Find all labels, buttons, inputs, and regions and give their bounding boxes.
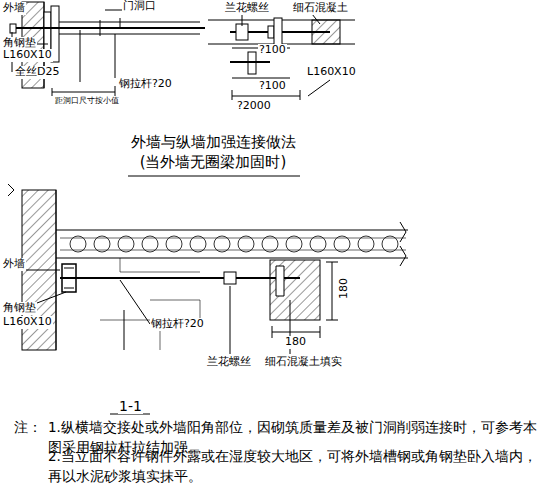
hollow-core bbox=[310, 236, 326, 252]
hollow-core bbox=[214, 236, 230, 252]
hollow-core bbox=[358, 236, 374, 252]
size-label: L160X10 bbox=[306, 66, 357, 79]
dimension: 180 bbox=[338, 277, 351, 300]
bolt-label: 全丝D25 bbox=[14, 66, 60, 79]
hollow-core bbox=[166, 236, 182, 252]
section-mark: 1-1 bbox=[118, 398, 143, 414]
hollow-core bbox=[382, 236, 398, 252]
hollow-core bbox=[70, 236, 86, 252]
wall-label: 外墙 bbox=[2, 258, 26, 271]
part-label: 角钢垫 bbox=[2, 37, 37, 50]
hollow-core bbox=[118, 236, 134, 252]
dimension: ?2000 bbox=[236, 100, 272, 113]
part-label: 兰花螺丝 bbox=[224, 2, 270, 15]
rod-label: 钢拉杆?20 bbox=[118, 78, 173, 91]
hollow-core bbox=[94, 236, 110, 252]
size-label: L160X10 bbox=[2, 49, 53, 62]
rod-label: 钢拉杆?20 bbox=[150, 318, 205, 331]
part-label: 角钢垫 bbox=[2, 302, 37, 315]
size-label: L160X10 bbox=[2, 316, 53, 329]
wall-label: 外墙 bbox=[2, 2, 26, 15]
hollow-core bbox=[334, 236, 350, 252]
part-label: 兰花螺丝 bbox=[206, 356, 252, 369]
opening-label: 门洞口 bbox=[122, 0, 157, 13]
dimension-note: 距洞口尺寸按小值 bbox=[54, 96, 120, 105]
hollow-core bbox=[262, 236, 278, 252]
part-label: 细石混凝土填实 bbox=[264, 356, 343, 369]
hollow-core bbox=[142, 236, 158, 252]
note-text: 2.当立面不容许钢件外露或在湿度较大地区，可将外墙槽钢或角钢垫卧入墙内，再以水泥… bbox=[48, 447, 548, 485]
detail-heading: 外墙与纵墙加强连接做法 (当外墙无圈梁加固时) bbox=[98, 132, 328, 173]
hollow-core bbox=[190, 236, 206, 252]
note-heading: 注： bbox=[14, 418, 42, 438]
hollow-core bbox=[238, 236, 254, 252]
dimension: ?100 bbox=[258, 80, 287, 93]
hollow-core bbox=[286, 236, 302, 252]
part-label: 细石混凝土 bbox=[292, 2, 349, 15]
dimension: 180 bbox=[284, 336, 307, 349]
dimension: ?100 bbox=[258, 44, 287, 57]
